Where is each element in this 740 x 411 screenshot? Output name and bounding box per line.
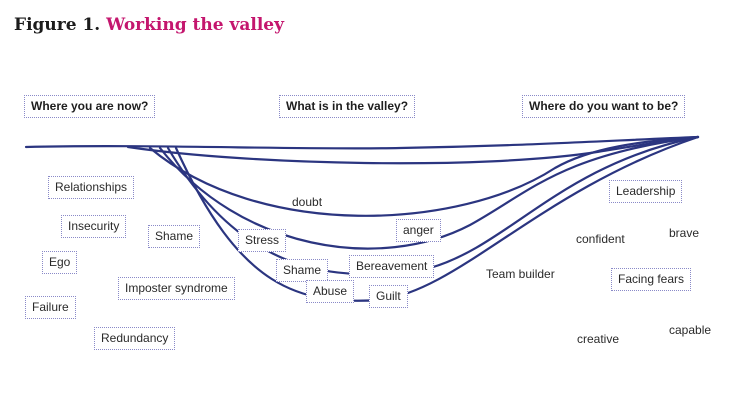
valley-curve-upper [148,135,700,217]
label-anger: anger [396,219,441,242]
label-insecurity: Insecurity [61,215,127,238]
label-imposter-syndrome: Imposter syndrome [118,277,235,300]
label-stress: Stress [238,229,287,252]
label-shame-left: Shame [148,225,201,248]
label-confident: confident [576,232,625,246]
label-facing-fears: Facing fears [611,268,692,291]
label-redundancy: Redundancy [94,327,176,350]
horizon-line [24,135,700,150]
label-brave: brave [669,226,700,240]
figure-title: Figure 1. Working the valley [14,15,284,35]
header-where-now: Where you are now? [24,95,156,118]
valley-curve-lower [166,135,700,276]
label-bereavement: Bereavement [349,255,435,278]
header-in-valley: What is in the valley? [279,95,416,118]
figure-number: Figure 1. [14,15,101,35]
label-relationships: Relationships [48,176,135,199]
label-failure: Failure [25,296,76,319]
valley-curve-middle [158,135,700,250]
label-creative: creative [577,332,620,346]
figure-name: Working the valley [106,15,284,35]
label-shame-valley: Shame [276,259,329,282]
header-want-to-be: Where do you want to be? [522,95,686,118]
label-abuse: Abuse [306,280,355,303]
label-guilt: Guilt [369,285,408,308]
label-leadership: Leadership [609,180,683,203]
label-capable: capable [669,323,712,337]
label-team-builder: Team builder [486,267,555,281]
label-ego: Ego [42,251,78,274]
label-doubt: doubt [292,195,323,209]
